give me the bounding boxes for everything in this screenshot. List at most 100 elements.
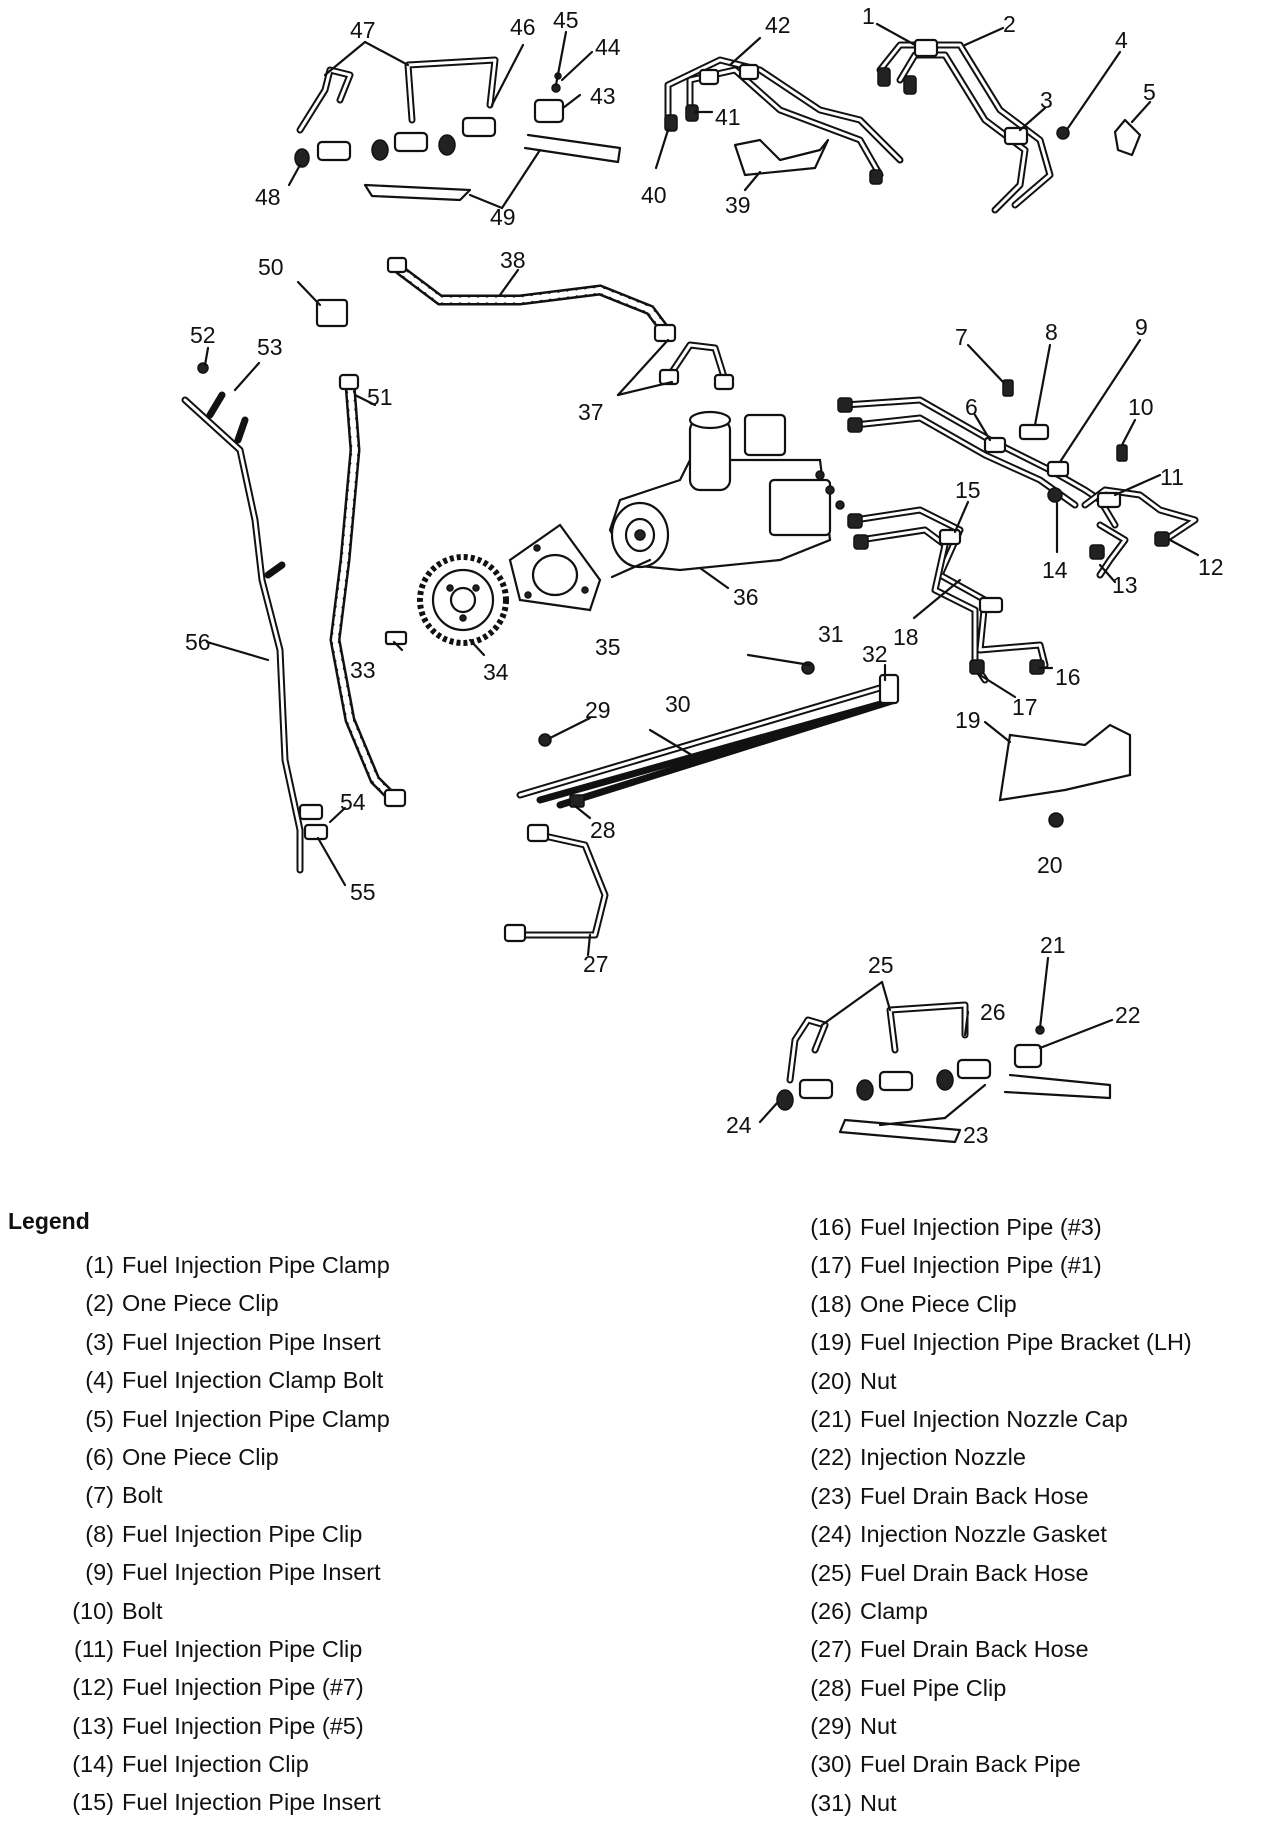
callout-23: 23 [963, 1122, 989, 1148]
legend-item-label: Fuel Injection Pipe (#3) [860, 1214, 1102, 1240]
callout-14: 14 [1042, 557, 1068, 583]
callout-4: 4 [1115, 27, 1128, 53]
callout-18: 18 [893, 624, 919, 650]
legend-item-number: (8) [85, 1520, 114, 1547]
legend-item-label: Fuel Injection Pipe Clamp [122, 1252, 390, 1278]
callout-36: 36 [733, 584, 759, 610]
pipe-group-right [837, 379, 1199, 579]
exploded-parts-diagram: 1 2 3 4 5 6 7 8 9 10 11 12 13 14 15 16 1… [181, 3, 1224, 1148]
callout-13: 13 [1112, 572, 1138, 598]
injection-pump [608, 410, 845, 572]
legend-item-number: (28) [810, 1674, 852, 1701]
legend-item-number: (19) [810, 1329, 852, 1356]
legend-item-number: (17) [810, 1252, 852, 1279]
legend-item-number: (18) [810, 1290, 852, 1317]
callout-6: 6 [965, 394, 978, 420]
callout-42: 42 [765, 12, 791, 38]
callout-32: 32 [862, 641, 888, 667]
legend-item-label: Bolt [122, 1597, 163, 1624]
callout-12: 12 [1198, 554, 1224, 580]
callout-3: 3 [1040, 87, 1053, 113]
legend-item-number: (12) [72, 1674, 114, 1701]
legend-item-label: Fuel Pipe Clip [860, 1674, 1007, 1701]
legend-item: (21) Fuel Injection Nozzle Cap [790, 1400, 1192, 1438]
legend-column-left: (1) Fuel Injection Pipe Clamp (2)One Piece… [52, 1246, 390, 1822]
legend-item-number: (14) [72, 1751, 114, 1778]
fuel-pipe-37 [658, 341, 735, 391]
callout-50: 50 [258, 254, 284, 280]
legend-item: (14)Fuel Injection Clip [52, 1745, 390, 1783]
callout-26: 26 [980, 999, 1006, 1025]
pipe-group-top-middle [664, 56, 904, 185]
callout-53: 53 [257, 334, 283, 360]
legend-item-number: (1) [85, 1252, 114, 1278]
nut-20 [1048, 812, 1064, 828]
callout-19: 19 [955, 707, 981, 733]
callout-38: 38 [500, 247, 526, 273]
legend-item-number: (31) [810, 1789, 852, 1816]
legend-item-label: Clamp [860, 1597, 928, 1624]
drain-hose-27 [503, 823, 609, 943]
legend-item: (2)One Piece Clip [52, 1284, 390, 1322]
callout-51: 51 [367, 384, 393, 410]
legend-item-number: (25) [810, 1559, 852, 1586]
legend-item-number: (5) [85, 1405, 114, 1432]
pipe-bracket-lh [998, 723, 1132, 802]
legend-item-number: (11) [73, 1635, 114, 1662]
legend-item: (5) Fuel Injection Pipe Clamp [52, 1400, 390, 1438]
legend-item: (19)Fuel Injection Pipe Bracket (LH) [790, 1323, 1192, 1361]
legend-item: (27) Fuel Drain Back Hose [790, 1630, 1192, 1668]
legend-item-label: Fuel Injection Nozzle Cap [860, 1405, 1128, 1432]
callout-2: 2 [1003, 11, 1016, 37]
callout-33: 33 [350, 657, 376, 683]
callout-1: 1 [862, 3, 875, 29]
legend-item-number: (27) [810, 1636, 852, 1663]
legend-item-label: Nut [860, 1367, 897, 1394]
legend-item: (24)Injection Nozzle Gasket [790, 1515, 1192, 1553]
legend-item-label: Fuel Injection Pipe (#1) [860, 1252, 1102, 1279]
callout-10: 10 [1128, 394, 1154, 420]
legend-item-number: (6) [85, 1443, 114, 1470]
legend-item: (20)Nut [790, 1362, 1192, 1400]
legend-item: (17) Fuel Injection Pipe (#1) [790, 1246, 1192, 1284]
legend-item: (3)Fuel Injection Pipe Insert [52, 1323, 390, 1361]
callout-8: 8 [1045, 319, 1058, 345]
callout-16: 16 [1055, 664, 1081, 690]
callout-31: 31 [818, 621, 844, 647]
legend-item-label: One Piece Clip [122, 1443, 279, 1470]
legend-item-label: Injection Nozzle [860, 1444, 1026, 1471]
callout-25: 25 [868, 952, 894, 978]
callout-22: 22 [1115, 1002, 1141, 1028]
fuel-hose-51 [329, 373, 407, 808]
leader-lines [203, 22, 1200, 1127]
callout-7: 7 [955, 324, 968, 350]
callout-27: 27 [583, 951, 609, 977]
legend-item-label: Fuel Drain Back Hose [860, 1636, 1089, 1663]
legend-item-number: (23) [810, 1482, 852, 1509]
legend-item-number: (3) [85, 1328, 114, 1355]
nozzle-group-top-left [294, 56, 622, 202]
callout-11: 11 [1160, 464, 1184, 490]
callout-48: 48 [255, 184, 281, 210]
callout-24: 24 [726, 1112, 752, 1138]
callout-44: 44 [595, 34, 621, 60]
legend-item-label: Injection Nozzle Gasket [860, 1521, 1107, 1548]
legend-item-number: (30) [810, 1751, 852, 1778]
legend-item-label: Fuel Drain Back Hose [860, 1559, 1089, 1586]
legend-item-label: Fuel Drain Back Hose [860, 1482, 1089, 1509]
legend-item: (1) Fuel Injection Pipe Clamp [52, 1246, 390, 1284]
callout-49: 49 [490, 204, 516, 230]
legend-item-number: (21) [810, 1405, 852, 1432]
legend-item: (29)Nut [790, 1707, 1192, 1745]
pump-drive-gear [417, 554, 509, 646]
nozzle-group-bottom-right [776, 1001, 1112, 1144]
callout-5: 5 [1143, 79, 1156, 105]
legend-item: (30)Fuel Drain Back Pipe [790, 1745, 1192, 1783]
legend-item-label: Fuel Injection Pipe Clamp [122, 1405, 390, 1432]
legend-item-number: (7) [85, 1482, 114, 1509]
legend-item-label: Nut [860, 1713, 897, 1740]
callout-21: 21 [1040, 932, 1066, 958]
legend-title: Legend [8, 1208, 90, 1234]
callout-29: 29 [585, 697, 611, 723]
legend-item-number: (26) [810, 1597, 852, 1624]
